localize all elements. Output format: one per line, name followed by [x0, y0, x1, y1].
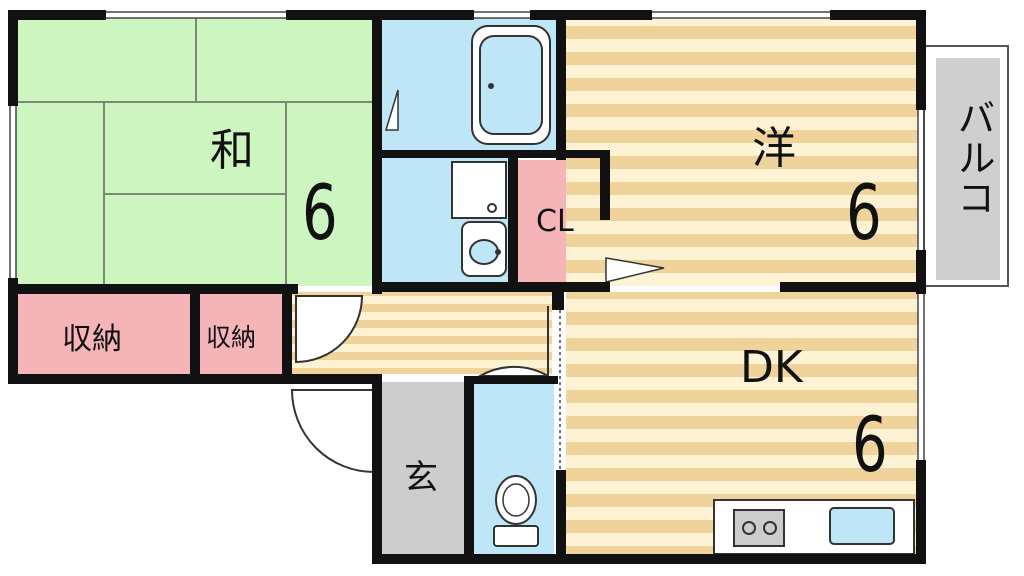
washbasin-icon	[451, 161, 507, 277]
kitchen-counter	[713, 499, 915, 555]
washitsu-room	[16, 18, 374, 286]
entrance	[380, 382, 464, 554]
door-swings	[290, 295, 549, 474]
windows	[9, 11, 925, 470]
stove-icon	[733, 509, 785, 547]
washitsu-size: 6	[302, 168, 338, 257]
storage-large	[16, 292, 192, 374]
bathtub-icon	[471, 25, 551, 145]
washitsu-label: 和	[210, 125, 254, 176]
toilet-icon	[493, 475, 539, 547]
youshitsu-label: 洋	[752, 123, 796, 174]
walls	[8, 10, 926, 564]
storage-large-label: 収納	[62, 322, 122, 357]
balcony-label: バルコ	[951, 98, 995, 218]
dk-label: DK	[740, 342, 803, 393]
sink-icon	[829, 507, 895, 545]
dk-size: 6	[852, 400, 888, 489]
storage-small-label: 収納	[206, 323, 257, 352]
youshitsu-room	[566, 18, 918, 286]
youshitsu-size: 6	[846, 168, 882, 257]
entrance-label: 玄	[404, 458, 438, 498]
storage-small	[200, 292, 284, 374]
closet-label: CL	[536, 204, 574, 239]
